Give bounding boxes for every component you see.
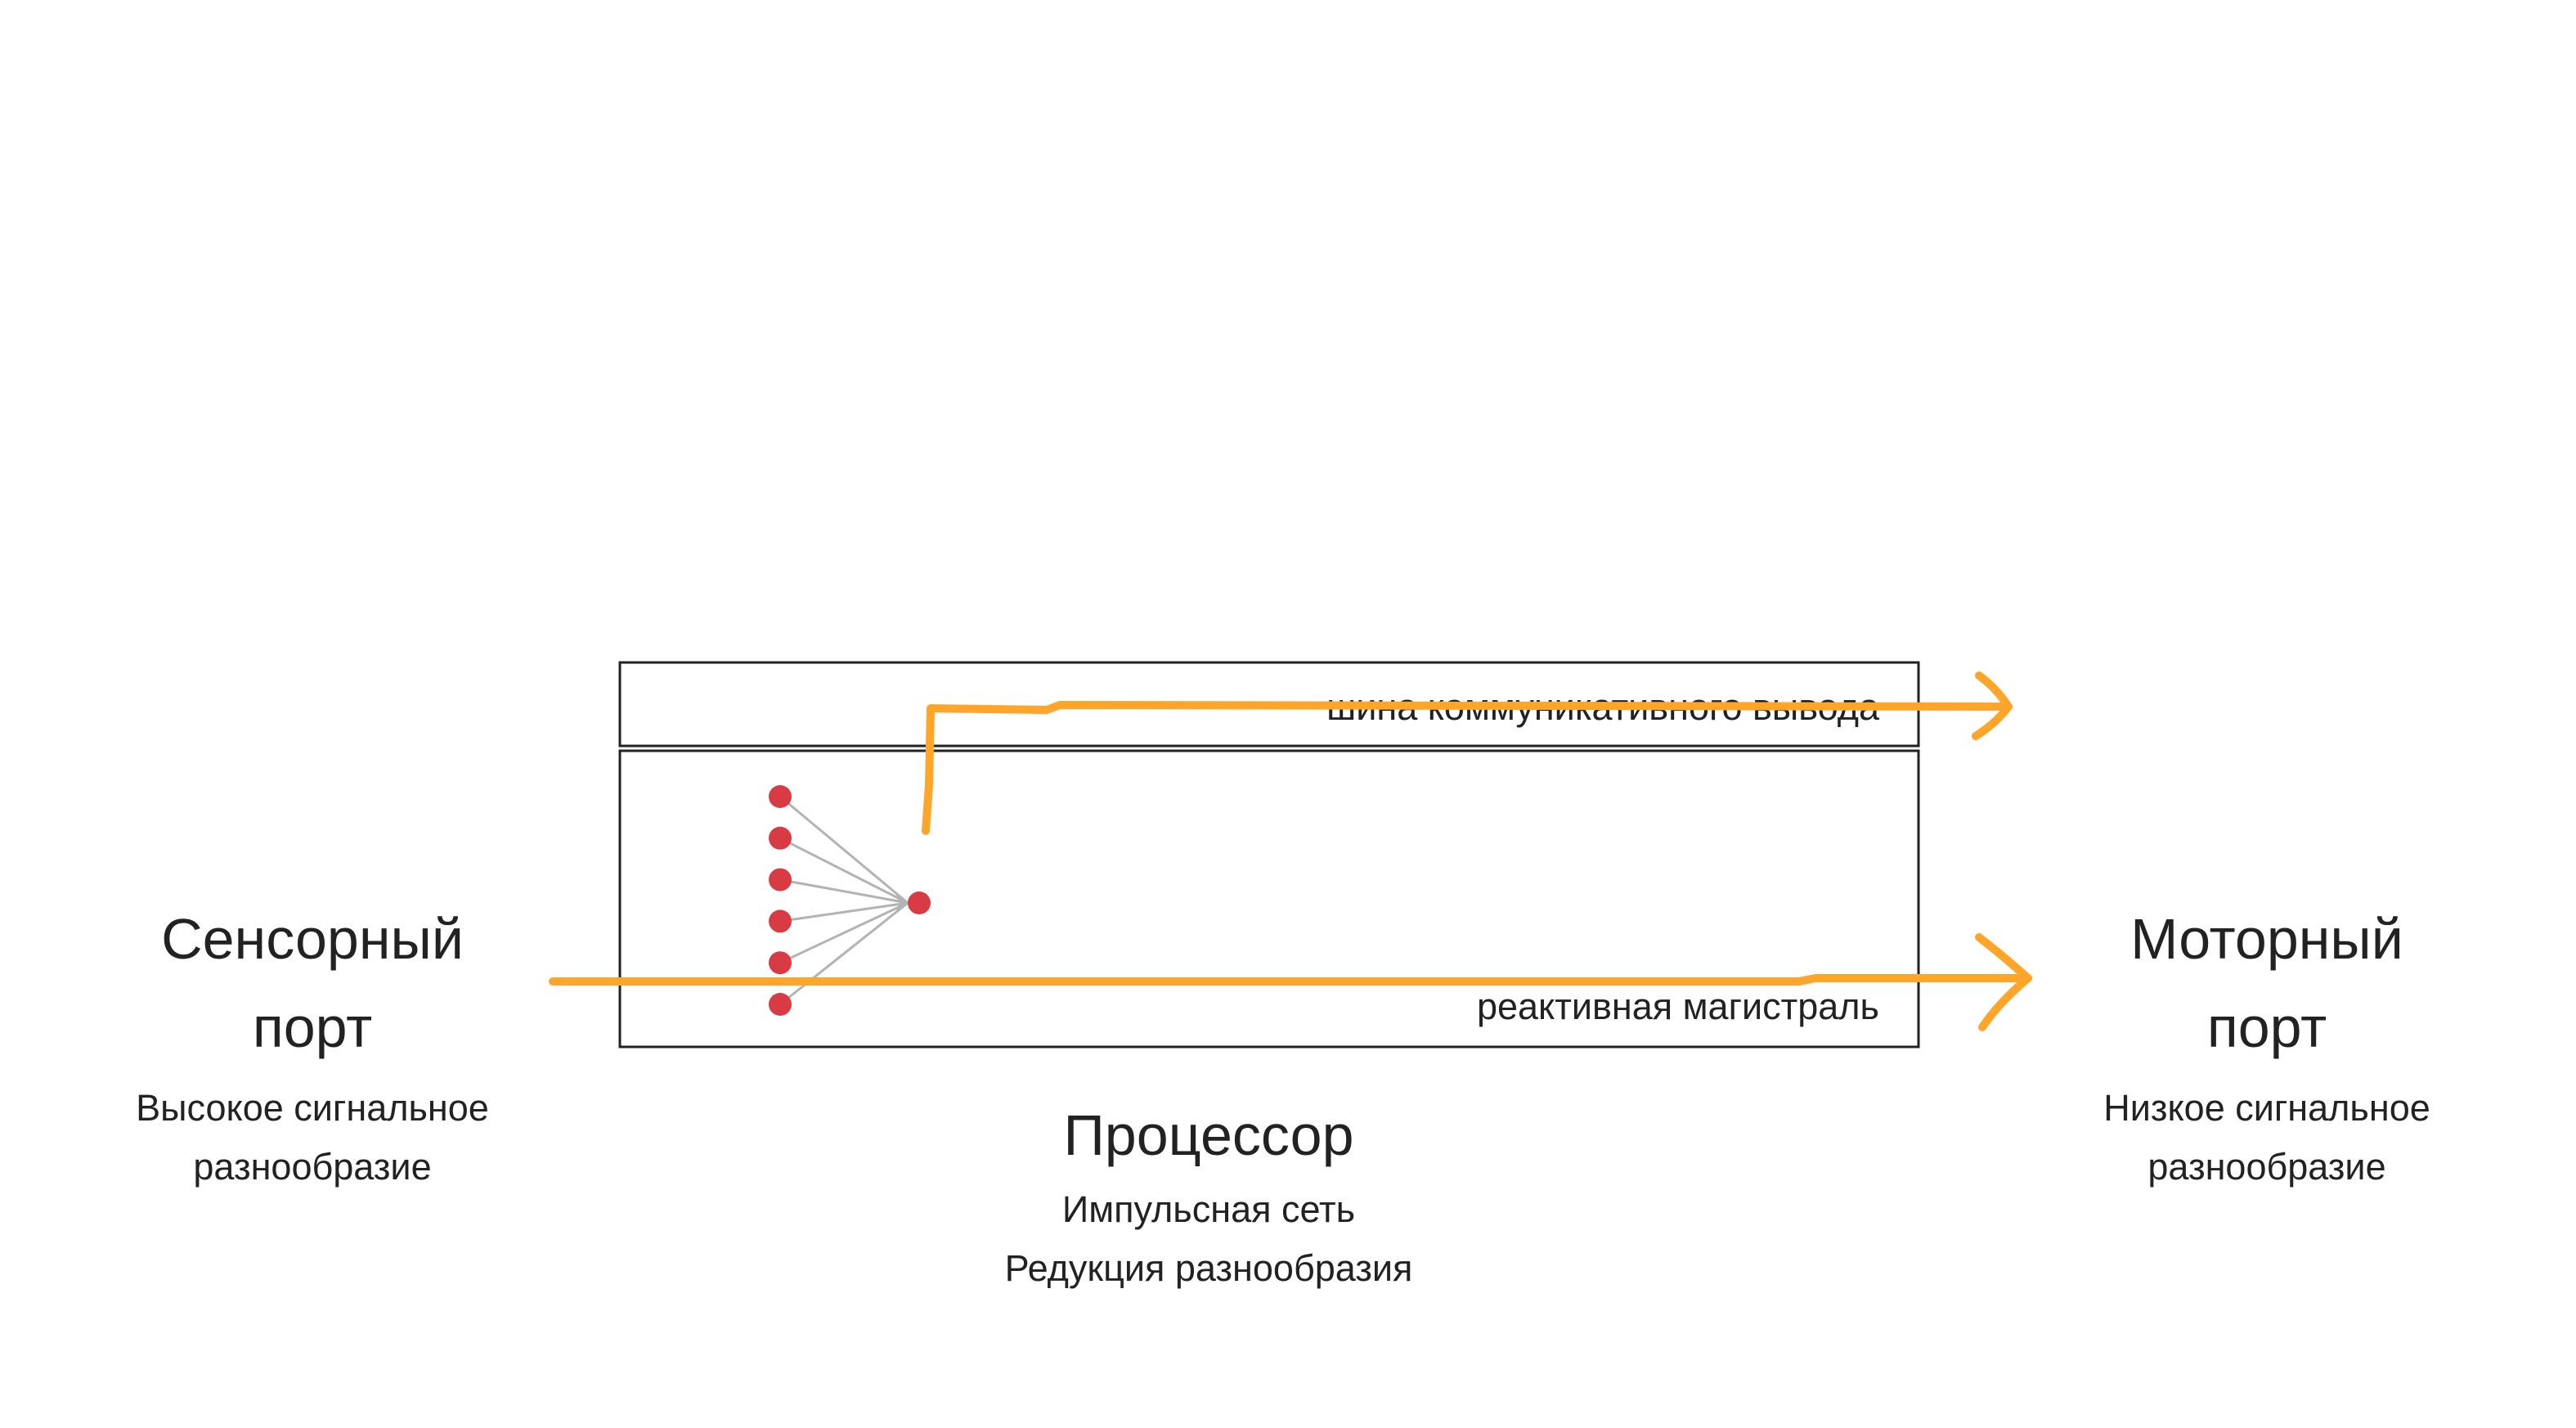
output-neuron <box>908 891 931 914</box>
processor-labels: Процессор Импульсная сеть Редукция разно… <box>1005 1103 1413 1289</box>
processor-desc-2: Редукция разнообразия <box>1005 1247 1413 1289</box>
synapse-line <box>779 901 909 1006</box>
processor-box <box>618 749 1920 1049</box>
input-neuron <box>769 826 792 850</box>
sensor-port-title: Сенсорный <box>161 907 464 971</box>
spiking-network <box>769 785 931 1016</box>
input-neuron <box>769 909 792 933</box>
input-neuron <box>769 993 792 1016</box>
communicative-arrowhead <box>1972 671 2013 740</box>
sensor-port-desc: Высокое сигнальное <box>136 1087 489 1129</box>
motor-port-desc: Низкое сигнальное <box>2103 1087 2430 1129</box>
reactive-signal-path <box>549 974 2032 986</box>
synapse-line <box>779 901 909 923</box>
motor-port: Моторный порт Низкое сигнальное разнообр… <box>2103 907 2430 1188</box>
processor-desc: Импульсная сеть <box>1062 1188 1355 1230</box>
synapse-line <box>779 878 909 905</box>
sensor-port: Сенсорный порт Высокое сигнальное разноо… <box>136 907 489 1188</box>
synapse-line <box>779 837 909 905</box>
motor-port-title: Моторный <box>2130 907 2403 971</box>
reactive-bus-label: реактивная магистраль <box>1477 986 1879 1027</box>
input-neuron <box>769 951 792 975</box>
input-neuron <box>769 868 792 891</box>
motor-port-desc-2: разнообразие <box>2147 1146 2385 1188</box>
synapse-arrowhead <box>895 891 909 914</box>
motor-port-title-2: порт <box>2207 995 2327 1059</box>
communicative-signal-path <box>922 701 2013 835</box>
input-neuron <box>769 785 792 808</box>
processor-title: Процессор <box>1063 1103 1353 1167</box>
sensor-port-title-2: порт <box>253 995 372 1059</box>
sensor-port-desc-2: разнообразие <box>193 1146 431 1188</box>
synapse-line <box>779 901 909 964</box>
reactive-arrowhead <box>1975 933 2032 1031</box>
synapse-line <box>779 795 909 905</box>
